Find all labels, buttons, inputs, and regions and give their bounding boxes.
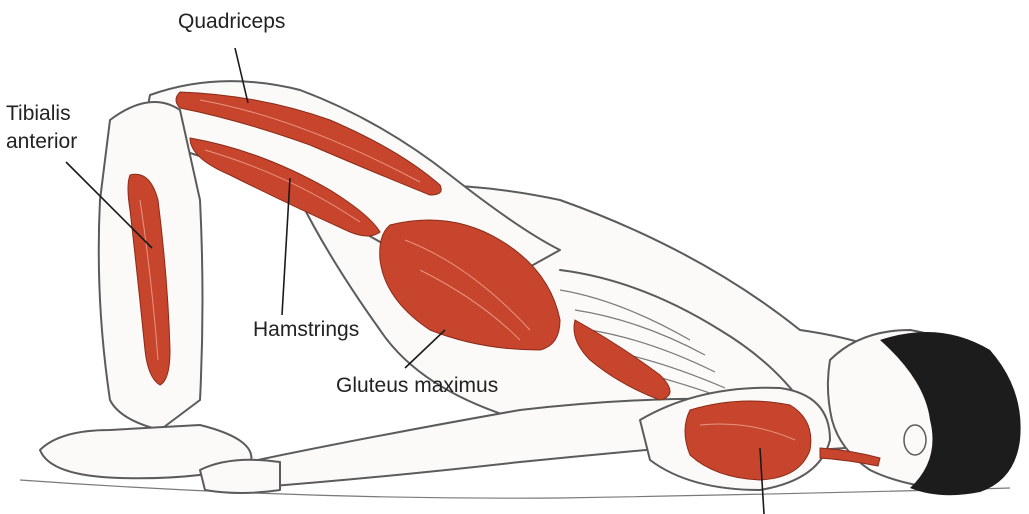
ear	[904, 425, 926, 455]
label-quadriceps: Quadriceps	[178, 10, 285, 33]
label-tibialis-line2: anterior	[6, 130, 77, 153]
label-tibialis-line1: Tibialis	[6, 102, 71, 125]
label-hamstrings: Hamstrings	[253, 318, 359, 341]
floor-line	[20, 480, 1010, 498]
label-gluteus-maximus: Gluteus maximus	[336, 374, 498, 397]
hand-silhouette	[200, 460, 280, 493]
